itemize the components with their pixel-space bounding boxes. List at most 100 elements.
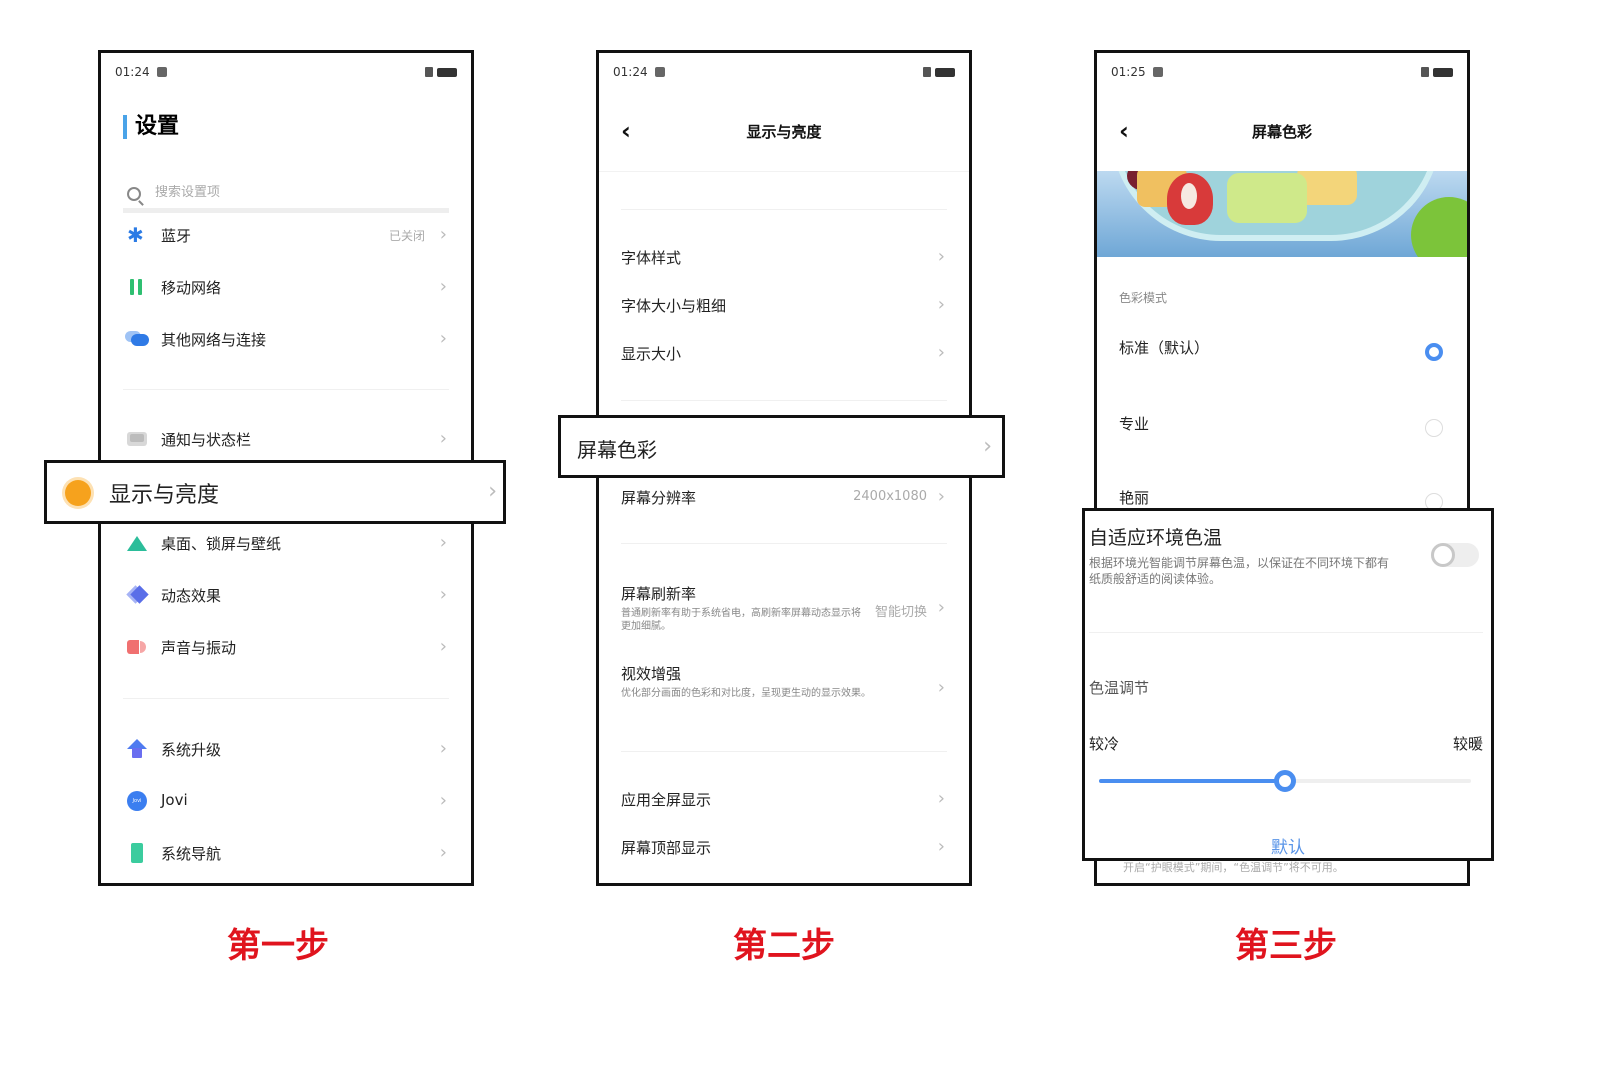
divider — [1089, 632, 1483, 633]
item-label: 视效增强 — [621, 665, 682, 683]
item-description: 优化部分画面的色彩和对比度，呈现更生动的显示效果。 — [621, 688, 871, 699]
item-label: 显示与亮度 — [109, 483, 220, 508]
divider — [621, 209, 947, 210]
chevron-right-icon: › — [439, 842, 447, 863]
item-label: 系统升级 — [161, 741, 222, 759]
settings-item-wallpaper[interactable]: 桌面、锁屏与壁纸 › — [101, 523, 471, 563]
display-item-top-display[interactable]: 屏幕顶部显示 › — [599, 827, 969, 867]
item-label: 屏幕刷新率 — [621, 585, 697, 603]
status-bar: 01:25 — [1097, 53, 1467, 93]
status-time: 01:24 — [115, 65, 150, 79]
jovi-icon: Jovi — [127, 791, 147, 811]
step-label-1: 第一步 — [227, 926, 329, 966]
divider — [599, 171, 969, 172]
item-label: 字体样式 — [621, 249, 682, 267]
connections-icon — [125, 329, 149, 349]
display-item-display-size[interactable]: 显示大小 › — [599, 333, 969, 373]
toggle-knob — [1431, 543, 1455, 567]
temperature-section-label: 色温调节 — [1089, 679, 1150, 697]
page-title: 屏幕色彩 — [1251, 123, 1312, 141]
battery-icon — [437, 68, 457, 77]
display-item-visual-enhance[interactable]: 视效增强 优化部分画面的色彩和对比度，呈现更生动的显示效果。 › — [599, 653, 969, 723]
display-item-resolution[interactable]: 屏幕分辨率 2400x1080 › — [599, 477, 969, 517]
display-item-screen-color[interactable]: 屏幕色彩 › — [558, 415, 1005, 478]
display-brightness-icon — [65, 480, 91, 506]
adaptive-temp-description: 根据环境光智能调节屏幕色温，以保证在不同环境下都有纸质般舒适的阅读体验。 — [1089, 556, 1390, 586]
settings-item-bluetooth[interactable]: ✱ 蓝牙 已关闭 › — [101, 215, 471, 255]
display-item-font-size[interactable]: 字体大小与粗细 › — [599, 285, 969, 325]
color-temperature-slider[interactable] — [1099, 769, 1471, 793]
color-mode-option-standard[interactable]: 标准（默认） — [1097, 329, 1467, 369]
slider-max-label: 较暖 — [1452, 735, 1483, 753]
radio-button[interactable] — [1425, 343, 1443, 361]
item-label: 屏幕分辨率 — [621, 489, 697, 507]
settings-item-mobile-network[interactable]: 移动网络 › — [101, 267, 471, 307]
mobile-network-icon — [127, 277, 147, 297]
item-label: 应用全屏显示 — [621, 791, 712, 809]
status-time: 01:24 — [613, 65, 648, 79]
display-item-font-style[interactable]: 字体样式 › — [599, 237, 969, 277]
settings-item-display-brightness[interactable]: 显示与亮度 › — [44, 460, 506, 524]
battery-icon — [1433, 68, 1453, 77]
radio-button[interactable] — [1425, 419, 1443, 437]
divider — [621, 543, 947, 544]
sound-icon — [127, 637, 147, 657]
chevron-right-icon: › — [937, 677, 945, 698]
fruit-shape — [1297, 171, 1357, 205]
system-upgrade-icon — [127, 739, 147, 759]
divider — [123, 389, 449, 390]
color-mode-option-professional[interactable]: 专业 — [1097, 405, 1467, 445]
status-bar: 01:24 — [101, 53, 471, 93]
settings-item-sound[interactable]: 声音与振动 › — [101, 627, 471, 667]
adaptive-temp-toggle[interactable] — [1431, 543, 1479, 567]
back-button[interactable]: ‹ — [1119, 117, 1129, 145]
sim-icon — [923, 67, 931, 77]
reset-default-button[interactable]: 默认 — [1271, 838, 1305, 858]
settings-item-system-navigation[interactable]: 系统导航 › — [101, 833, 471, 873]
page-title: 设置 — [123, 115, 179, 139]
chevron-right-icon: › — [983, 434, 992, 459]
search-bar[interactable] — [123, 183, 449, 213]
notification-badge-icon — [157, 67, 167, 77]
melon-shape — [1227, 173, 1307, 223]
chevron-right-icon: › — [439, 428, 447, 449]
item-label: 字体大小与粗细 — [621, 297, 727, 315]
search-input[interactable] — [155, 185, 395, 200]
settings-item-animation[interactable]: 动态效果 › — [101, 575, 471, 615]
item-value: 2400x1080 — [853, 489, 927, 504]
chevron-right-icon: › — [937, 246, 945, 267]
search-icon — [127, 187, 141, 201]
chevron-right-icon: › — [439, 790, 447, 811]
chevron-right-icon: › — [439, 276, 447, 297]
back-button[interactable]: ‹ — [621, 117, 631, 145]
chevron-right-icon: › — [439, 636, 447, 657]
settings-item-notifications[interactable]: 通知与状态栏 › — [101, 419, 471, 459]
item-value: 已关闭 — [388, 229, 425, 243]
slider-thumb[interactable] — [1274, 770, 1296, 792]
chevron-right-icon: › — [439, 584, 447, 605]
display-item-refresh-rate[interactable]: 屏幕刷新率 普通刷新率有助于系统省电，高刷新率屏幕动态显示将更加细腻。 智能切换… — [599, 573, 969, 643]
display-item-app-fullscreen[interactable]: 应用全屏显示 › — [599, 779, 969, 819]
step-label-3: 第三步 — [1235, 926, 1337, 966]
slider-fill — [1099, 779, 1285, 783]
chevron-right-icon: › — [937, 294, 945, 315]
settings-item-jovi[interactable]: Jovi Jovi › — [101, 781, 471, 821]
item-label: 声音与振动 — [161, 639, 237, 657]
page-title: 显示与亮度 — [746, 123, 822, 141]
color-temperature-panel: 自适应环境色温 根据环境光智能调节屏幕色温，以保证在不同环境下都有纸质般舒适的阅… — [1082, 508, 1494, 861]
item-description: 普通刷新率有助于系统省电，高刷新率屏幕动态显示将更加细腻。 — [621, 608, 861, 632]
settings-item-connections[interactable]: 其他网络与连接 › — [101, 319, 471, 359]
item-label: 系统导航 — [161, 845, 222, 863]
chevron-right-icon: › — [937, 597, 945, 618]
sim-icon — [425, 67, 433, 77]
animation-icon — [127, 585, 147, 605]
notification-badge-icon — [1153, 67, 1163, 77]
item-label: Jovi — [161, 791, 188, 809]
chevron-right-icon: › — [937, 836, 945, 857]
color-preview-image — [1097, 171, 1467, 257]
adaptive-temp-title: 自适应环境色温 — [1089, 527, 1223, 549]
chevron-right-icon: › — [937, 788, 945, 809]
chevron-right-icon: › — [439, 328, 447, 349]
item-label: 显示大小 — [621, 345, 682, 363]
settings-item-system-upgrade[interactable]: 系统升级 › — [101, 729, 471, 769]
